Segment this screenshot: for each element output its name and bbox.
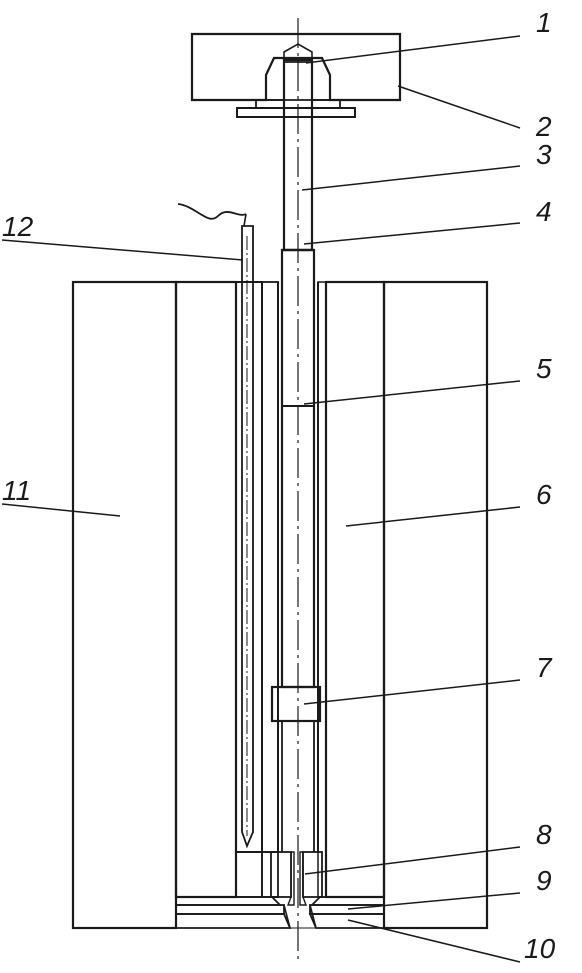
leader-6 [345, 506, 521, 527]
leader-lines [1, 35, 521, 963]
leader-12 [1, 239, 244, 261]
container-bore [277, 282, 319, 852]
callout-11: 11 [2, 475, 31, 506]
callouts: 1 2 3 4 5 6 7 8 9 10 11 12 [2, 7, 556, 964]
die-8 [270, 851, 323, 929]
leader-9 [347, 892, 521, 910]
callout-3: 3 [536, 139, 552, 170]
billet-7 [270, 685, 322, 852]
bottom-plate-9 [175, 896, 385, 915]
die-body-6 [174, 280, 386, 899]
callout-5: 5 [536, 353, 552, 384]
leader-8 [304, 846, 521, 875]
leader-5 [303, 380, 521, 405]
leader-2 [397, 85, 521, 129]
leader-10 [347, 919, 521, 963]
bore-liner-right [317, 281, 327, 898]
callout-9: 9 [536, 865, 552, 896]
callout-6: 6 [536, 479, 552, 510]
callout-7: 7 [536, 652, 553, 683]
callout-10: 10 [524, 933, 556, 964]
callout-12: 12 [2, 211, 34, 242]
leader-4 [303, 222, 521, 245]
leader-3 [301, 165, 521, 191]
leader-7 [303, 679, 521, 705]
leader-11 [1, 503, 121, 517]
thermocouple-12 [177, 203, 254, 849]
callout-4: 4 [536, 196, 552, 227]
nut-1 [265, 43, 331, 101]
top-plate-2 [190, 32, 402, 118]
leader-1 [305, 35, 521, 64]
callout-1: 1 [536, 7, 552, 38]
callout-8: 8 [536, 819, 552, 850]
callout-2: 2 [535, 111, 552, 142]
outer-container-11 [71, 280, 489, 930]
